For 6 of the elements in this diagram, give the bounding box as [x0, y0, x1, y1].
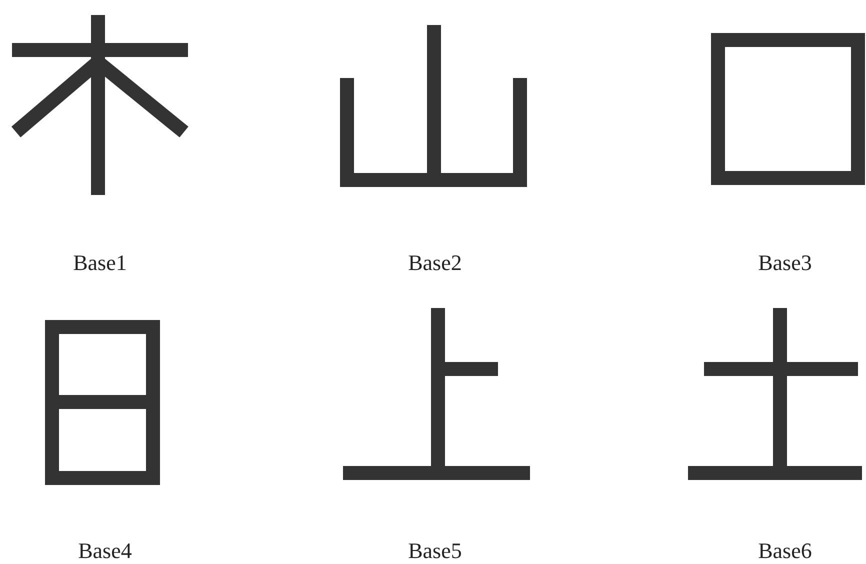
glyph-caption: Base6	[758, 538, 812, 564]
glyph-caption: Base4	[78, 538, 132, 564]
glyph-caption: Base2	[408, 250, 462, 276]
glyph-caption: Base3	[758, 250, 812, 276]
glyph-caption: Base5	[408, 538, 462, 564]
glyph-caption: Base1	[73, 250, 127, 276]
